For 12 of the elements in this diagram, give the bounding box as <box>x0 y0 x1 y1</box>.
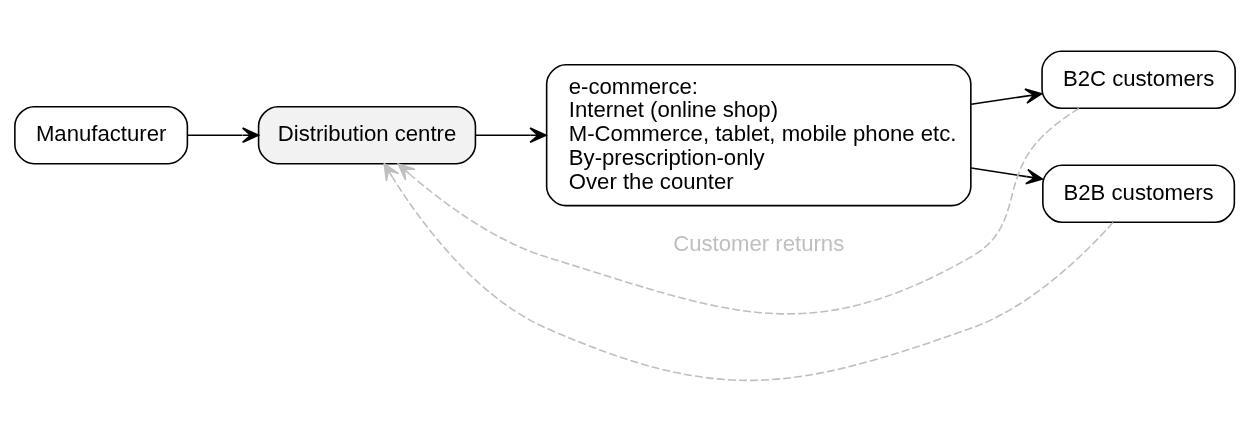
node-box: e-commerce: Internet (online shop) M-Commerce, tablet, mobile phone etc. By-prescription-only Over the counter <box>545 63 972 206</box>
node-box: Manufacturer <box>14 105 189 164</box>
edge-label: Customer returns <box>673 230 845 256</box>
arrow <box>970 87 1043 105</box>
arrow <box>970 166 1044 184</box>
arrow <box>383 162 1114 381</box>
arrow <box>475 126 547 143</box>
node-box: Distribution centre <box>257 105 477 164</box>
node-box: B2B customers <box>1042 164 1236 223</box>
arrow <box>397 107 1080 315</box>
node-box: B2C customers <box>1041 50 1236 109</box>
arrow <box>187 126 260 143</box>
